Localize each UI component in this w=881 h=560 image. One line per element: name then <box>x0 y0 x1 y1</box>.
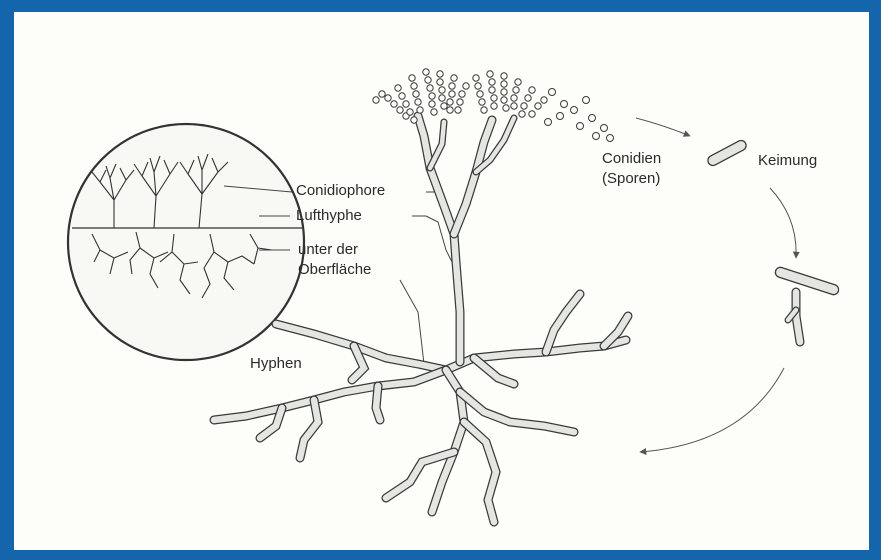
germinating-spore <box>706 139 748 168</box>
magnified-colony-circle <box>68 124 304 360</box>
label-oberflaeche: Oberfläche <box>298 261 371 279</box>
diagram-panel: Conidiophore Lufthyphe unter der Oberflä… <box>14 12 869 550</box>
germ-tube-stage <box>774 266 840 342</box>
conidia-chains <box>373 69 614 142</box>
label-lufthyphe: Lufthyphe <box>296 207 362 225</box>
label-unter-der: unter der <box>298 241 358 259</box>
label-conidien: Conidien <box>602 150 661 168</box>
fungus-life-cycle-diagram <box>14 12 869 550</box>
label-keimung: Keimung <box>758 152 817 170</box>
label-hyphen: Hyphen <box>250 355 302 373</box>
label-conidiophore: Conidiophore <box>296 182 385 200</box>
label-sporen: (Sporen) <box>602 170 660 188</box>
